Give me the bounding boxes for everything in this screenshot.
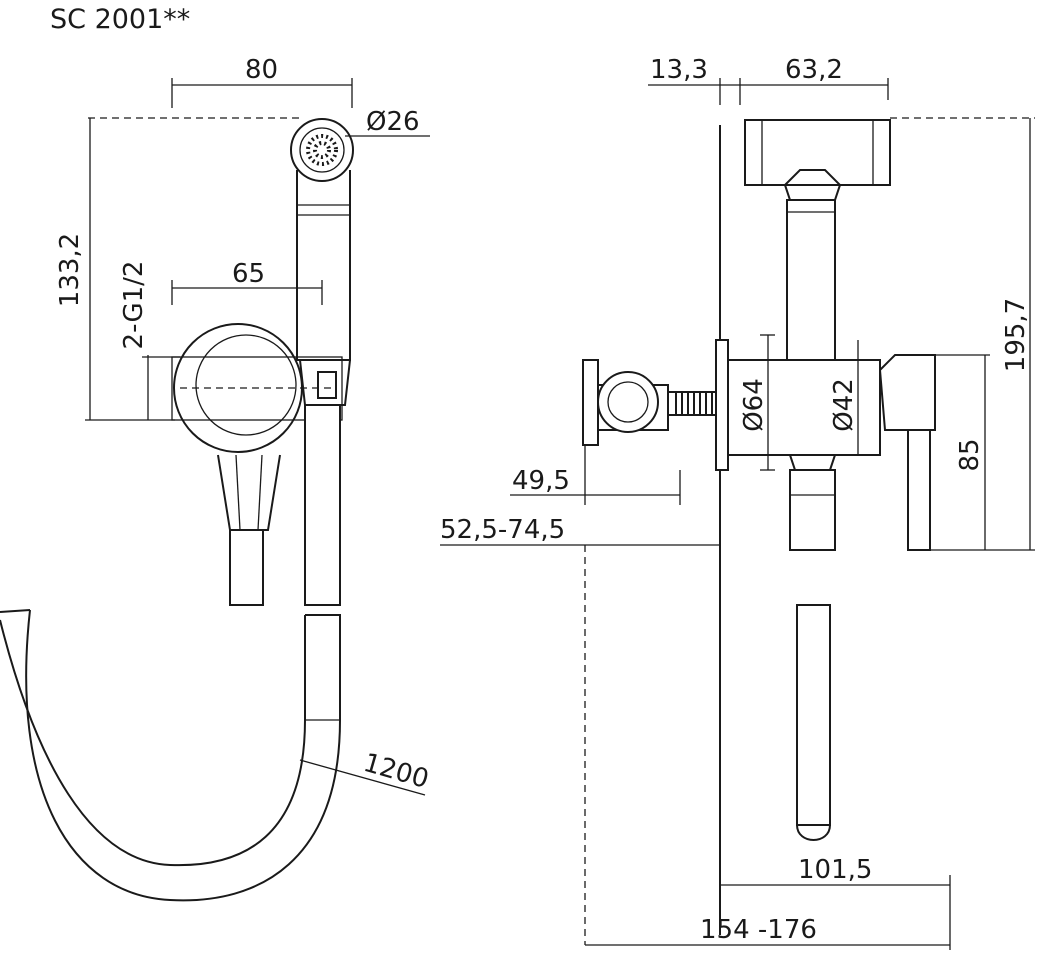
valve-body xyxy=(715,339,936,841)
svg-text:Ø42: Ø42 xyxy=(829,378,859,432)
svg-text:65: 65 xyxy=(232,259,265,289)
svg-text:133,2: 133,2 xyxy=(55,233,85,307)
svg-text:63,2: 63,2 xyxy=(785,55,843,85)
svg-text:195,7: 195,7 xyxy=(1001,298,1031,372)
dimension-bottom: 101,5 154 -176 xyxy=(585,855,951,950)
dimension-65: 65 xyxy=(171,259,323,305)
dimension-80: 80 xyxy=(171,55,353,108)
svg-text:49,5: 49,5 xyxy=(512,466,570,496)
svg-text:Ø64: Ø64 xyxy=(739,378,769,432)
spray-head: Ø26 xyxy=(290,107,430,182)
svg-text:Ø26: Ø26 xyxy=(366,107,420,137)
dimension-diameters: Ø64 Ø42 xyxy=(739,334,859,471)
svg-text:1200: 1200 xyxy=(360,748,432,795)
svg-text:154 -176: 154 -176 xyxy=(700,915,817,945)
wall-connector xyxy=(582,359,717,446)
svg-text:52,5-74,5: 52,5-74,5 xyxy=(440,515,565,545)
dimension-133-2: 133,2 xyxy=(55,117,300,421)
side-view: 13,3 63,2 xyxy=(440,55,1035,950)
svg-text:2-G1/2: 2-G1/2 xyxy=(119,261,149,350)
svg-text:13,3: 13,3 xyxy=(650,55,708,85)
handle-head xyxy=(744,119,891,361)
dimension-13-3-and-63-2: 13,3 63,2 xyxy=(648,55,889,105)
dimension-heights: 195,7 85 xyxy=(890,117,1035,551)
svg-text:101,5: 101,5 xyxy=(798,855,872,885)
model-title: SC 2001** xyxy=(50,4,190,35)
svg-text:85: 85 xyxy=(955,438,985,471)
dimension-depths: 49,5 52,5-74,5 xyxy=(440,445,720,945)
handle-body xyxy=(296,170,351,406)
wall-plate xyxy=(171,323,343,606)
svg-text:80: 80 xyxy=(245,55,278,85)
dimension-thread: 2-G1/2 xyxy=(119,261,180,420)
front-view: 80 133,2 Ø26 xyxy=(0,55,432,902)
hose: 1200 xyxy=(0,404,432,902)
